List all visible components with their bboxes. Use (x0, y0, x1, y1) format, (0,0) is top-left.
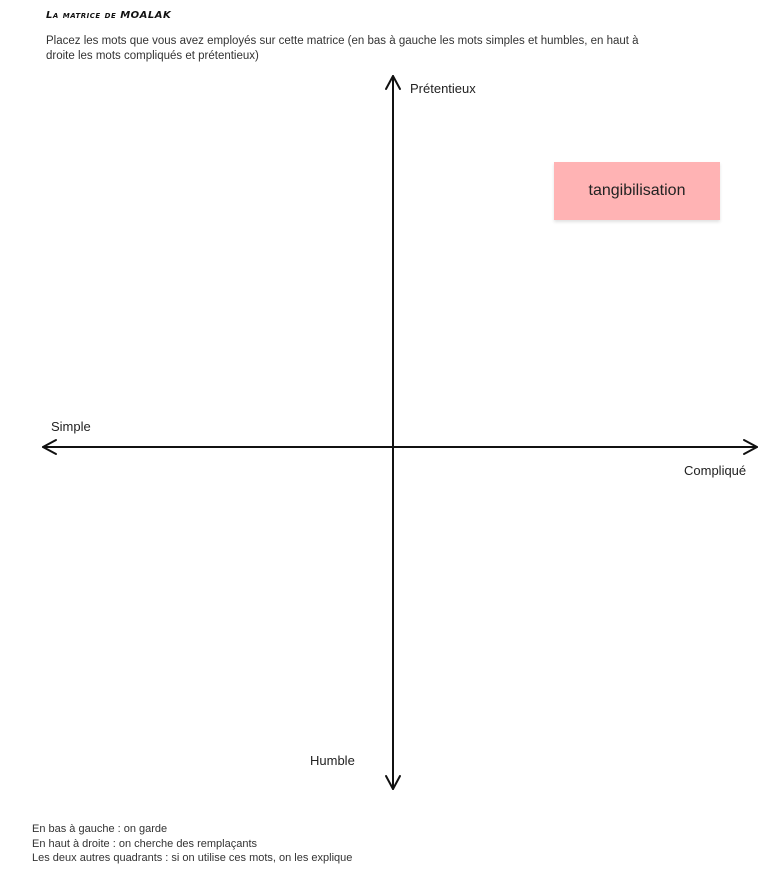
axis-label-pretentieux: Prétentieux (410, 81, 476, 96)
legend: En bas à gauche : on garde En haut à dro… (32, 822, 352, 866)
axis-label-humble: Humble (310, 753, 355, 768)
axis-label-simple: Simple (51, 419, 91, 434)
arrow-left-icon (42, 439, 57, 455)
arrow-right-icon (743, 439, 758, 455)
legend-line-other-quadrants: Les deux autres quadrants : si on utilis… (32, 852, 353, 864)
axis-label-complique: Compliqué (684, 463, 747, 478)
arrow-down-icon (385, 775, 401, 790)
legend-line-bottom-left: En bas à gauche : on garde (32, 823, 168, 835)
page-title: La matrice de MOALAK (46, 10, 172, 21)
sticky-note-tangibilisation[interactable]: tangibilisation (554, 162, 720, 220)
arrow-up-icon (385, 75, 401, 90)
legend-line-top-right: En haut à droite : on cherche des rempla… (32, 837, 258, 850)
instructions-text: Placez les mots que vous avez employés s… (46, 35, 639, 62)
